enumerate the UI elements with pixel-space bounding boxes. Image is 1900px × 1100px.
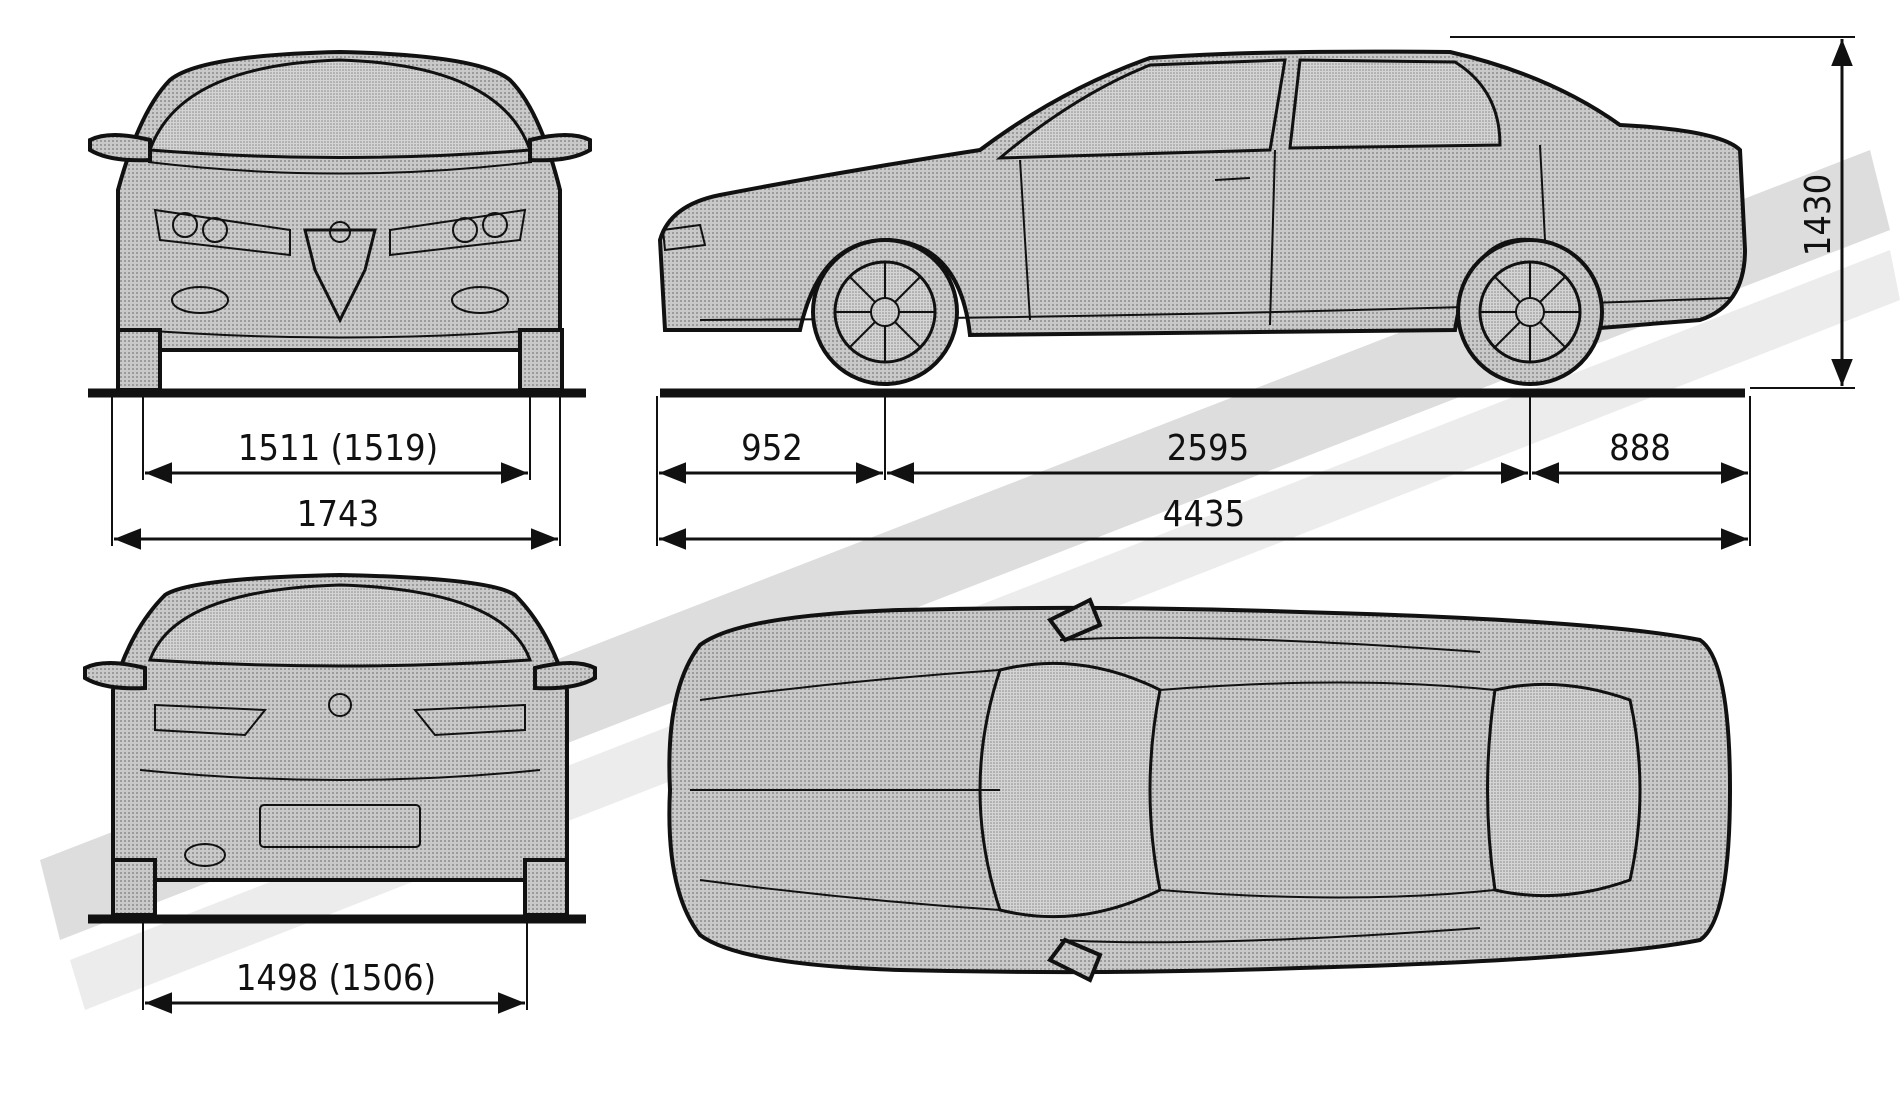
height-label: 1430 — [1798, 174, 1839, 256]
front-overhang-label: 952 — [741, 428, 803, 469]
rear-view — [83, 572, 597, 924]
wheelbase-label: 2595 — [1167, 428, 1249, 469]
overall-width-label: 1743 — [297, 494, 379, 535]
side-view — [657, 49, 1748, 398]
front-dimensions: 1511 (1519) 1743 — [111, 396, 561, 550]
front-view — [88, 49, 592, 398]
rear-overhang-label: 888 — [1609, 428, 1671, 469]
front-track-label: 1511 (1519) — [238, 428, 438, 469]
overall-length-label: 4435 — [1163, 494, 1245, 535]
top-view — [667, 597, 1733, 983]
rear-track-label: 1498 (1506) — [236, 958, 436, 999]
front-wheel — [811, 238, 959, 386]
side-dimensions: 952 2595 888 4435 1430 — [656, 36, 1855, 550]
rear-wheel — [1456, 238, 1604, 386]
rear-dimensions: 1498 (1506) — [142, 922, 528, 1014]
